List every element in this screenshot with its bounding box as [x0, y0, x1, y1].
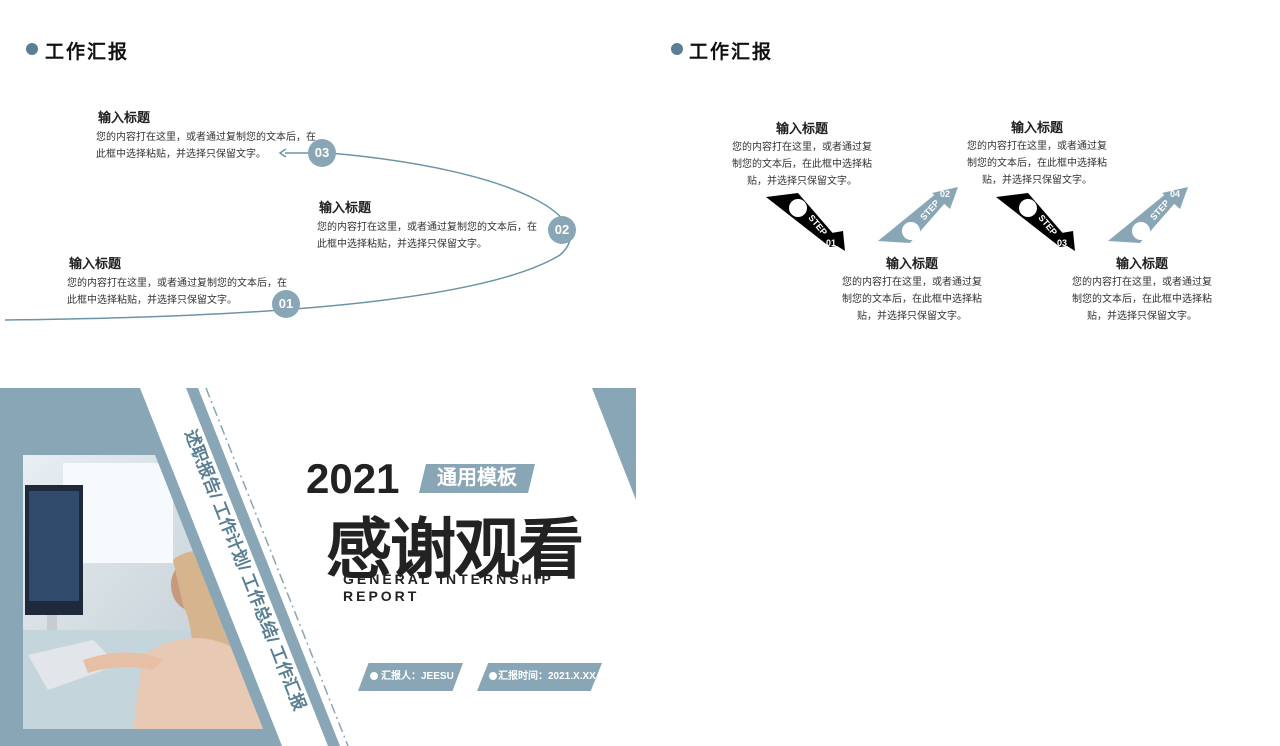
slide2-item4-body: 您的内容打在这里，或者通过复制您的文本后，在此框中选择粘贴，并选择只保留文字。 [1072, 277, 1212, 322]
time-bullet-icon [489, 672, 497, 681]
slide1-item1-badge: 01 [272, 290, 300, 318]
step-arrow-04 [1108, 192, 1182, 243]
timeline-curve [4, 148, 571, 321]
slide2-item2-title: 输入标题 [885, 256, 938, 271]
slide2-item1-body: 您的内容打在这里，或者通过复制您的文本后，在此框中选择粘贴，并选择只保留文字。 [732, 142, 872, 187]
slide2-item2-body: 您的内容打在这里，或者通过复制您的文本后，在此框中选择粘贴，并选择只保留文字。 [842, 277, 982, 322]
step-arrow-03 [996, 193, 1073, 247]
slide1-item2-body: 您的内容打在这里，或者通过复制您的文本后，在此框中选择粘贴，并选择只保留文字。 [317, 222, 537, 250]
reporter-bullet-icon [370, 672, 378, 681]
title-bullet-dot [26, 43, 38, 55]
step4-num: 04 [1170, 189, 1181, 199]
title-bullet-dot [671, 43, 683, 55]
step3-num: 03 [1057, 238, 1068, 248]
time-text: 汇报时间：2021.X.XX [498, 671, 596, 682]
slide2-item3-body: 您的内容打在这里，或者通过复制您的文本后，在此框中选择粘贴，并选择只保留文字。 [967, 141, 1107, 186]
headline-thanks: 感谢观看 [326, 512, 584, 586]
subtitle-en: GENERAL INTERNSHIP REPORT [343, 571, 554, 605]
slide1-item3-badge: 03 [308, 139, 336, 167]
step-arrow-01 [766, 193, 843, 247]
step-arrow-02 [878, 192, 952, 243]
slide2-item1-title: 输入标题 [775, 121, 828, 136]
slide1-item1-body: 您的内容打在这里，或者通过复制您的文本后，在此框中选择粘贴，并选择只保留文字。 [67, 278, 287, 306]
reporter-text: 汇报人：JEESU [381, 671, 454, 682]
slide2-title: 工作汇报 [689, 42, 774, 63]
time-tag: 汇报时间：2021.X.XX [477, 663, 602, 691]
slide1-item2-badge: 02 [548, 216, 576, 244]
step-arrows [766, 187, 1188, 251]
slide2-item3-title: 输入标题 [1010, 120, 1063, 135]
subtitle-line2: REPORT [343, 588, 420, 604]
template-badge: 通用模板 [419, 464, 535, 493]
slide1-item3-title: 输入标题 [98, 110, 151, 125]
step2-num: 02 [940, 189, 951, 199]
slide1-item3-body: 您的内容打在这里，或者通过复制您的文本后，在此框中选择粘贴，并选择只保留文字。 [96, 132, 316, 160]
slide1-item1-title: 输入标题 [69, 256, 122, 271]
year-text: 2021 [306, 455, 400, 502]
reporter-tag: 汇报人：JEESU [358, 663, 463, 691]
subtitle-line1: GENERAL INTERNSHIP [343, 571, 554, 587]
slide2-item4-title: 输入标题 [1115, 256, 1168, 271]
slide1-title: 工作汇报 [45, 42, 130, 63]
step1-num: 01 [826, 238, 837, 248]
slide1-item2-title: 输入标题 [319, 200, 372, 215]
